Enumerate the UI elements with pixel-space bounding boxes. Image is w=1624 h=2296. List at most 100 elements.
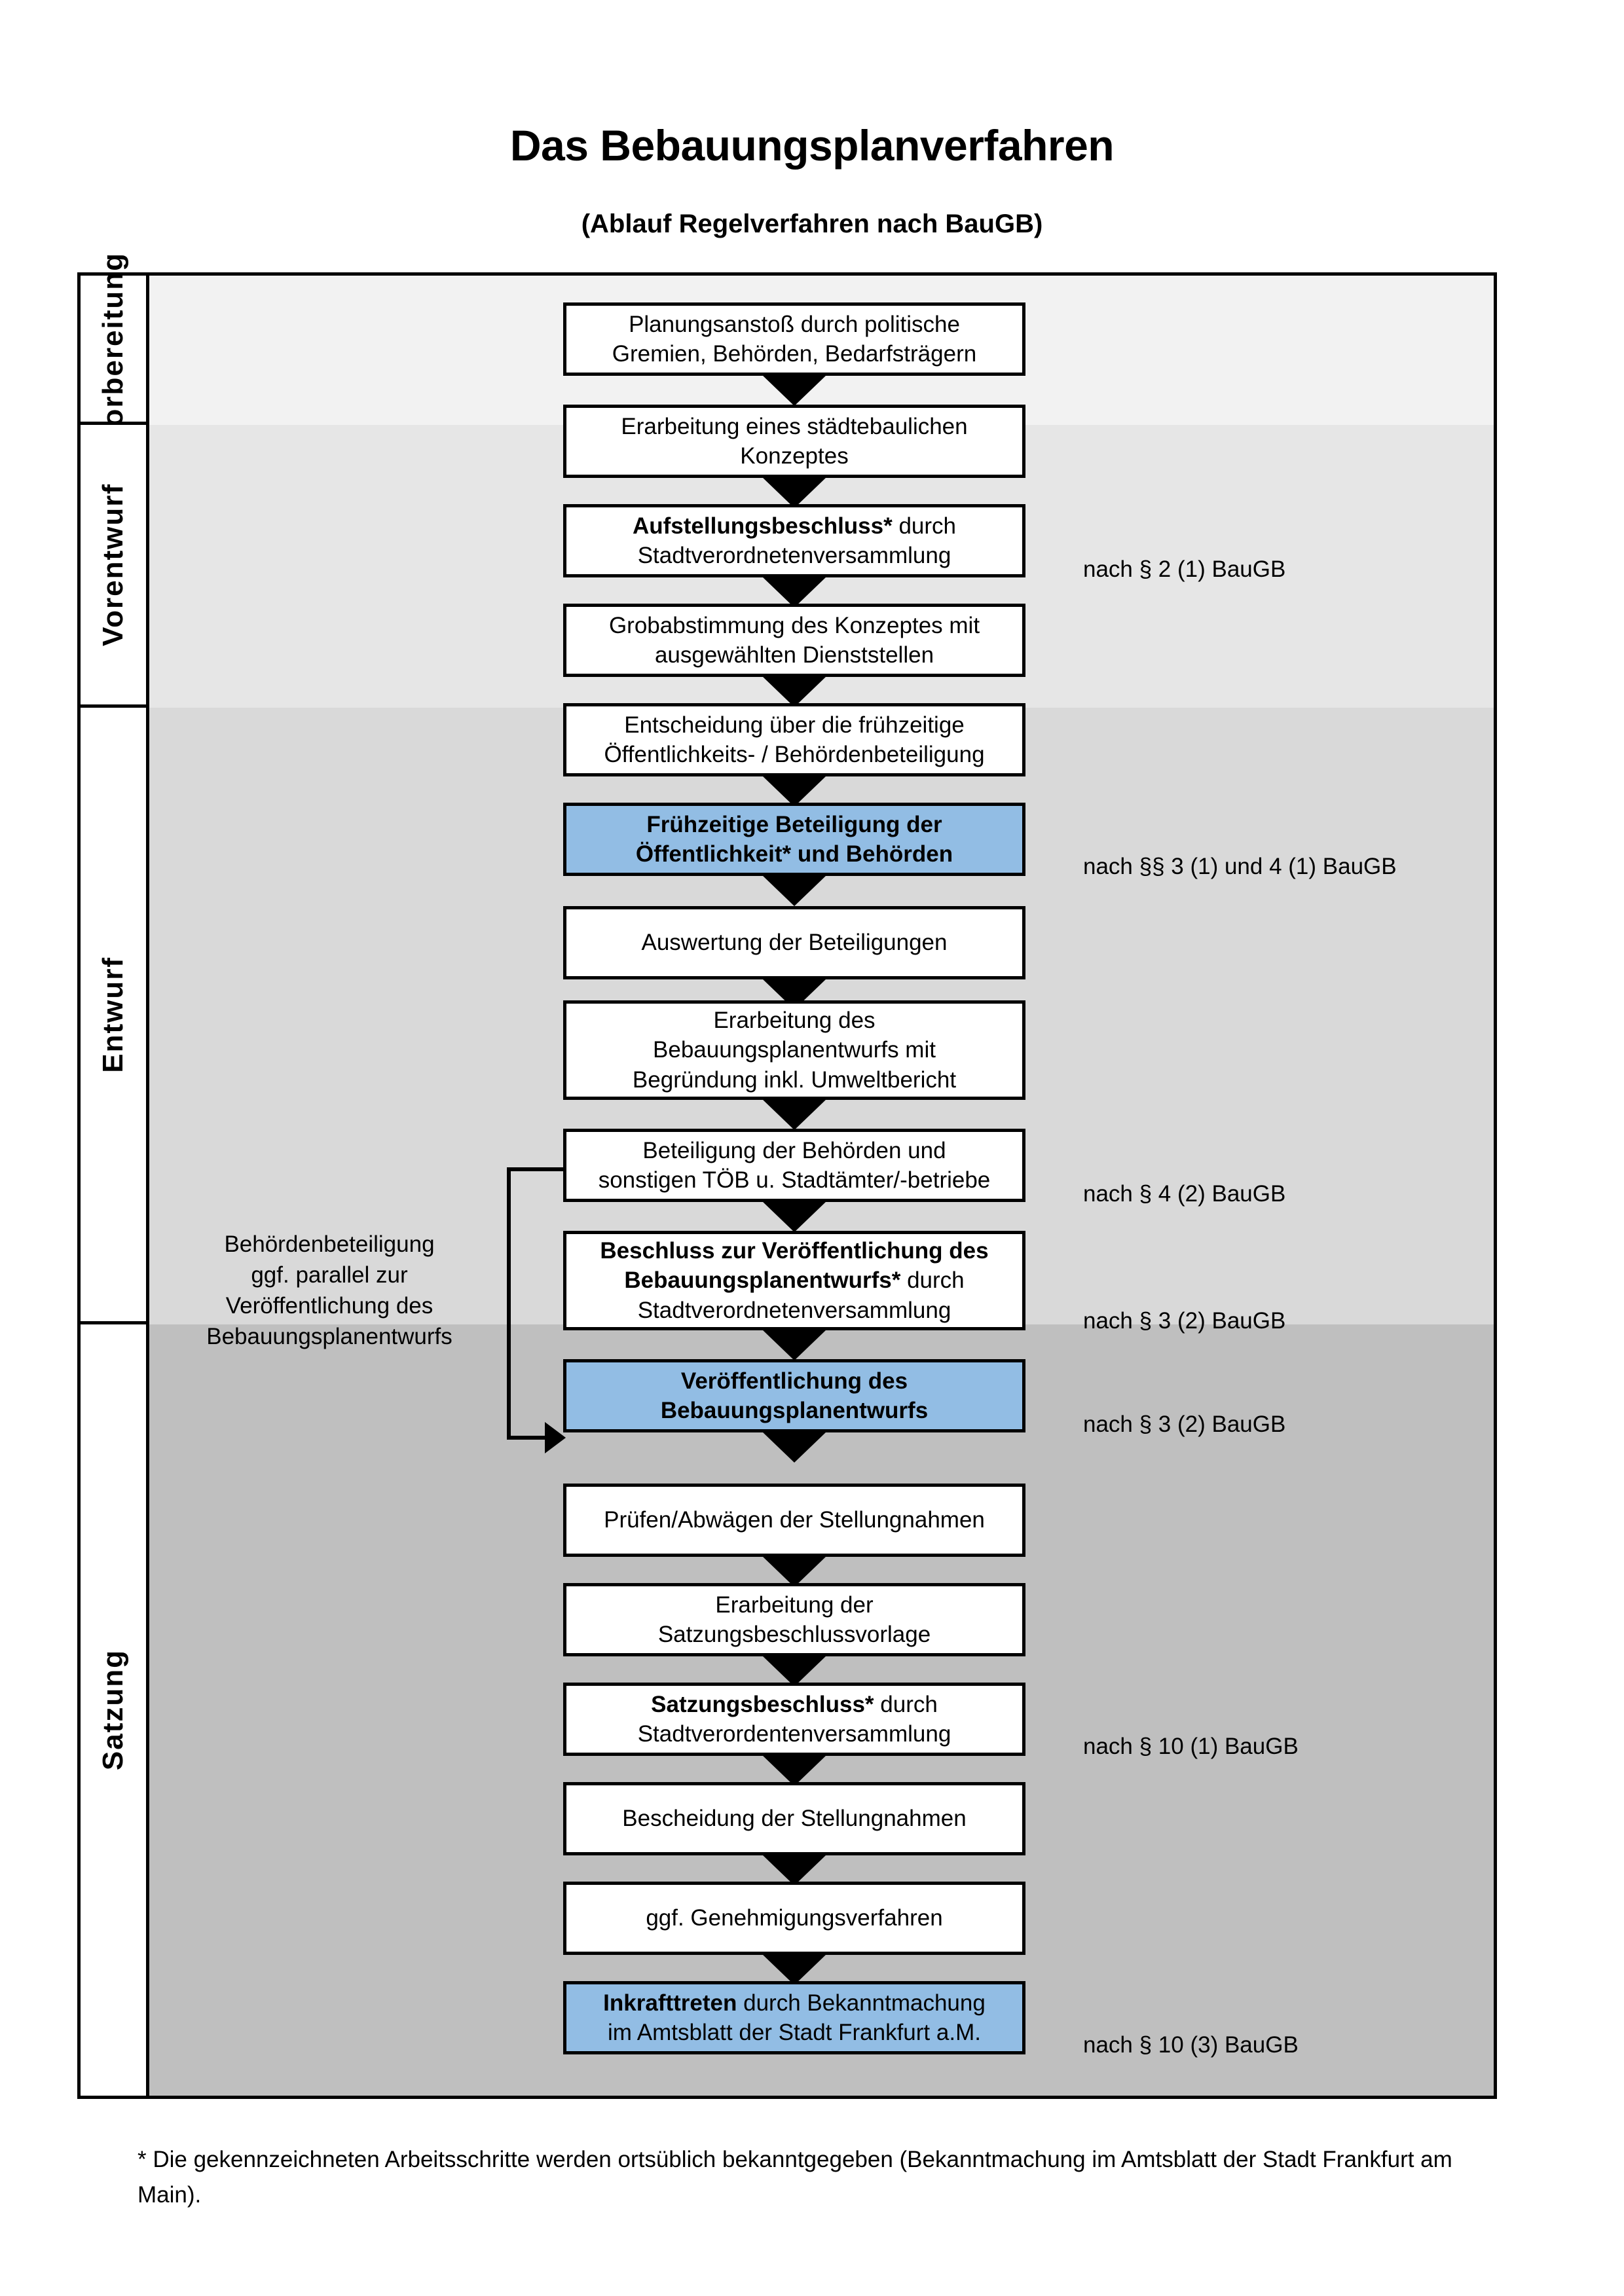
flow-arrow-down-icon <box>762 1201 827 1232</box>
node-line: Konzeptes <box>740 443 849 469</box>
footnote: * Die gekennzeichneten Arbeitsschritte w… <box>138 2142 1500 2214</box>
connector-bottom-segment <box>507 1436 547 1440</box>
node-line-bold: Aufstellungsbeschluss* <box>632 513 893 539</box>
flow-node-beteiligung-behoerden[interactable]: Beteiligung der Behörden und sonstigen T… <box>563 1129 1025 1202</box>
legal-reference-par4-2: nach § 4 (2) BauGB <box>1083 1181 1286 1207</box>
node-line-bold: Satzungsbeschluss* <box>651 1691 874 1717</box>
phase-label-satzung: Satzung <box>81 1324 149 2096</box>
flow-arrow-down-icon <box>762 1431 827 1463</box>
flow-arrow-down-icon <box>762 875 827 906</box>
legal-reference-par3-1-4-1: nach §§ 3 (1) und 4 (1) BauGB <box>1083 854 1397 879</box>
flow-node-erarbeitung-konzept[interactable]: Erarbeitung eines städtebaulichen Konzep… <box>563 405 1025 478</box>
node-line: Veröffentlichung des <box>680 1368 908 1394</box>
flow-node-auswertung-beteiligungen[interactable]: Auswertung der Beteiligungen <box>563 906 1025 979</box>
node-line: Erarbeitung der <box>715 1592 874 1618</box>
flow-arrow-down-icon <box>762 576 827 608</box>
legal-reference-par3-2-a: nach § 3 (2) BauGB <box>1083 1308 1286 1334</box>
node-line: Bescheidung der Stellungnahmen <box>622 1806 967 1832</box>
node-line: Aufstellungsbeschluss* durch <box>633 511 956 541</box>
flow-node-beschluss-veroeffentlichung[interactable]: Beschluss zur Veröffentlichung des Bebau… <box>563 1231 1025 1330</box>
phase-label-text: Satzung <box>97 1649 129 1771</box>
node-line: Öffentlichkeits- / Behördenbeteiligung <box>604 742 985 767</box>
connector-top-segment <box>507 1167 566 1171</box>
node-line: Inkrafttreten durch Bekanntmachung <box>603 1988 986 2018</box>
flow-arrow-down-icon <box>762 775 827 807</box>
legal-reference-par10-1: nach § 10 (1) BauGB <box>1083 1734 1299 1759</box>
flow-node-planungsanstoss[interactable]: Planungsanstoß durch politische Gremien,… <box>563 302 1025 376</box>
legal-reference-par2-1: nach § 2 (1) BauGB <box>1083 556 1286 582</box>
footnote-line: Frankfurt am Main). <box>138 2147 1452 2208</box>
flow-node-satzungsbeschluss[interactable]: Satzungsbeschluss* durch Stadtverordente… <box>563 1683 1025 1756</box>
page-title: Das Bebauungsplanverfahren <box>509 121 1115 170</box>
flow-node-erarbeitung-satzungsvorlage[interactable]: Erarbeitung der Satzungsbeschlussvorlage <box>563 1583 1025 1656</box>
footnote-line: * Die gekennzeichneten Arbeitsschritte w… <box>138 2147 1316 2172</box>
node-line: Stadtverordentenversammlung <box>637 1721 951 1747</box>
flow-node-grobabstimmung[interactable]: Grobabstimmung des Konzeptes mit ausgewä… <box>563 604 1025 677</box>
node-line: Auswertung der Beteiligungen <box>641 930 948 956</box>
node-line: Grobabstimmung des Konzeptes mit <box>608 612 980 638</box>
node-line: Öffentlichkeit* und Behörden <box>635 841 953 867</box>
flow-node-inkrafttreten[interactable]: Inkrafttreten durch Bekanntmachung im Am… <box>563 1981 1025 2054</box>
page-subtitle: (Ablauf Regelverfahren nach BauGB) <box>581 210 1043 238</box>
phase-label-vorbereitung: Vorbereitung <box>81 252 149 445</box>
flow-arrow-down-icon <box>762 1854 827 1886</box>
legal-reference-par3-2-b: nach § 3 (2) BauGB <box>1083 1412 1286 1437</box>
node-line-bold: Bebauungsplanentwurfs* <box>624 1267 901 1294</box>
phase-label-text: Vorbereitung <box>97 252 129 445</box>
flow-arrow-down-icon <box>762 676 827 707</box>
node-line: Stadtverordnetenversammlung <box>637 1297 951 1323</box>
node-line: Beschluss zur Veröffentlichung des <box>600 1237 989 1264</box>
side-note-line: Behördenbeteiligung <box>224 1231 435 1257</box>
side-note-line: ggf. parallel zur <box>251 1262 408 1288</box>
flow-arrow-down-icon <box>762 1329 827 1360</box>
legal-reference-par10-3: nach § 10 (3) BauGB <box>1083 2032 1299 2058</box>
flow-node-fruehzeitige-beteiligung[interactable]: Frühzeitige Beteiligung der Öffentlichke… <box>563 803 1025 876</box>
node-line: Entscheidung über die frühzeitige <box>624 712 965 738</box>
node-line: Stadtverordnetenversammlung <box>637 543 951 568</box>
flow-node-entscheidung-fruehzeitige[interactable]: Entscheidung über die frühzeitige Öffent… <box>563 703 1025 776</box>
flow-node-aufstellungsbeschluss[interactable]: Aufstellungsbeschluss* durch Stadtverord… <box>563 504 1025 577</box>
node-line: Prüfen/Abwägen der Stellungnahmen <box>604 1507 985 1533</box>
flow-arrow-down-icon <box>762 1099 827 1130</box>
flow-node-pruefen-abwaegen[interactable]: Prüfen/Abwägen der Stellungnahmen <box>563 1484 1025 1557</box>
node-line: Erarbeitung eines städtebaulichen <box>621 413 968 439</box>
node-line: sonstigen TÖB u. Stadtämter/-betriebe <box>598 1167 991 1193</box>
node-line: Bebauungsplanentwurfs mit <box>653 1037 936 1063</box>
node-line-rest: durch <box>900 1267 965 1294</box>
node-line: Bebauungsplanentwurfs <box>660 1398 929 1423</box>
node-line-rest: durch <box>892 513 957 539</box>
flow-arrow-down-icon <box>762 1755 827 1786</box>
node-line: Beteiligung der Behörden und <box>642 1137 946 1163</box>
flow-node-bescheidung-stellungnahmen[interactable]: Bescheidung der Stellungnahmen <box>563 1782 1025 1855</box>
node-line: Gremien, Behörden, Bedarfsträgern <box>612 341 977 367</box>
node-line: Satzungsbeschluss* durch <box>651 1690 938 1720</box>
connector-vertical-segment <box>507 1167 511 1440</box>
connector-arrowhead-icon <box>545 1422 566 1453</box>
phase-label-vorentwurf: Vorentwurf <box>81 425 149 708</box>
flow-arrow-down-icon <box>762 1655 827 1686</box>
flow-arrow-down-icon <box>762 1556 827 1587</box>
node-line: Bebauungsplanentwurfs* durch <box>624 1266 964 1296</box>
flow-node-erarbeitung-entwurf[interactable]: Erarbeitung des Bebauungsplanentwurfs mi… <box>563 1000 1025 1100</box>
flow-node-genehmigungsverfahren[interactable]: ggf. Genehmigungsverfahren <box>563 1882 1025 1955</box>
node-line: Erarbeitung des <box>713 1007 876 1033</box>
node-line-rest: durch Bekanntmachung <box>737 1990 986 2016</box>
flow-node-veroeffentlichung-entwurf[interactable]: Veröffentlichung des Bebauungsplanentwur… <box>563 1359 1025 1432</box>
node-line: im Amtsblatt der Stadt Frankfurt a.M. <box>608 2020 981 2045</box>
node-line: Begründung inkl. Umweltbericht <box>632 1066 957 1093</box>
node-line: Satzungsbeschlussvorlage <box>657 1622 931 1647</box>
node-line: ausgewählten Dienststellen <box>654 642 934 668</box>
side-note-behoerdenbeteiligung: Behördenbeteiligung ggf. parallel zur Ve… <box>189 1230 470 1353</box>
phase-label-text: Vorentwurf <box>97 483 129 646</box>
phase-label-entwurf: Entwurf <box>81 708 149 1324</box>
flow-arrow-down-icon <box>762 374 827 406</box>
flow-arrow-down-icon <box>762 1954 827 1985</box>
flow-arrow-down-icon <box>762 477 827 508</box>
node-line: Frühzeitige Beteiligung der <box>646 811 942 837</box>
side-note-line: Bebauungsplanentwurfs <box>206 1323 452 1349</box>
phase-label-text: Entwurf <box>97 956 129 1073</box>
node-line: Planungsanstoß durch politische <box>629 311 960 337</box>
node-line-rest: durch <box>874 1691 938 1717</box>
node-line-bold: Inkrafttreten <box>603 1990 737 2016</box>
side-note-line: Veröffentlichung des <box>225 1292 434 1319</box>
